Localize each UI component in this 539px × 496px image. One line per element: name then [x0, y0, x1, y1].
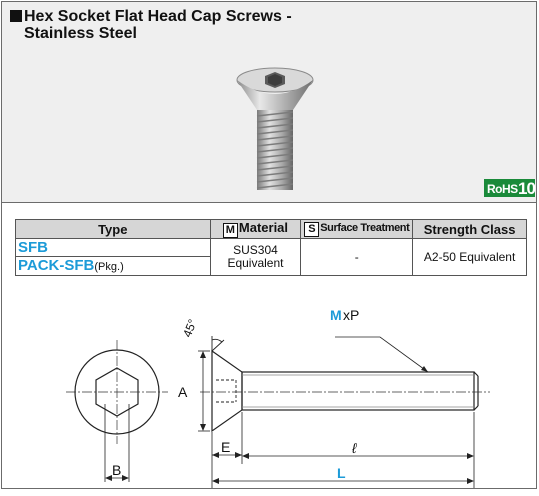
material-cell: SUS304 Equivalent: [209, 238, 302, 276]
table-row: SFB PACK-SFB(Pkg.) SUS304 Equivalent - A…: [15, 238, 527, 276]
strength-column-header: Strength Class: [412, 219, 527, 239]
dimension-l-small-label: ℓ: [352, 440, 357, 456]
drawing-lines: [66, 336, 490, 488]
type-pack-sfb: PACK-SFB(Pkg.): [16, 257, 210, 275]
strength-cell: A2-50 Equivalent: [412, 238, 527, 276]
head-side-view: [211, 349, 243, 433]
surface-header-label: Surface Treatment: [320, 221, 410, 234]
surface-cell: -: [300, 238, 414, 276]
material-line-2: Equivalent: [227, 256, 284, 270]
product-frame: Hex Socket Flat Head Cap Screws - Stainl…: [1, 1, 537, 489]
material-header-label: Material: [238, 220, 289, 235]
product-header-panel: Hex Socket Flat Head Cap Screws - Stainl…: [2, 2, 536, 203]
type-sfb: SFB: [16, 239, 210, 257]
dimension-b-label: B: [112, 462, 122, 478]
title-line-1: Hex Socket Flat Head Cap Screws -: [24, 8, 292, 25]
rohs-label: RoHS: [487, 182, 518, 196]
screw-photo: [236, 67, 314, 190]
shank-side-view: [241, 371, 475, 411]
title-line-2: Stainless Steel: [24, 25, 137, 42]
rohs-badge: RoHS 10: [484, 179, 536, 198]
material-line-1: SUS304: [233, 243, 278, 257]
dimension-m-label: M: [330, 307, 342, 323]
type-pack-label: PACK-SFB: [18, 257, 95, 274]
dimension-xp-label: xP: [343, 307, 360, 323]
type-cell: SFB PACK-SFB(Pkg.): [15, 238, 211, 276]
material-letter-icon: M: [222, 223, 238, 238]
dimension-l-big-label: L: [337, 465, 346, 481]
title-square-icon: [10, 10, 22, 22]
surface-letter-icon: S: [304, 221, 320, 237]
dimension-e-label: E: [221, 439, 231, 455]
rohs-number: 10: [518, 179, 536, 198]
type-column-header: Type: [15, 219, 211, 239]
dimension-a-label: A: [178, 384, 188, 400]
type-pack-suffix: (Pkg.): [94, 261, 124, 273]
product-title: Hex Socket Flat Head Cap Screws - Stainl…: [10, 8, 292, 42]
